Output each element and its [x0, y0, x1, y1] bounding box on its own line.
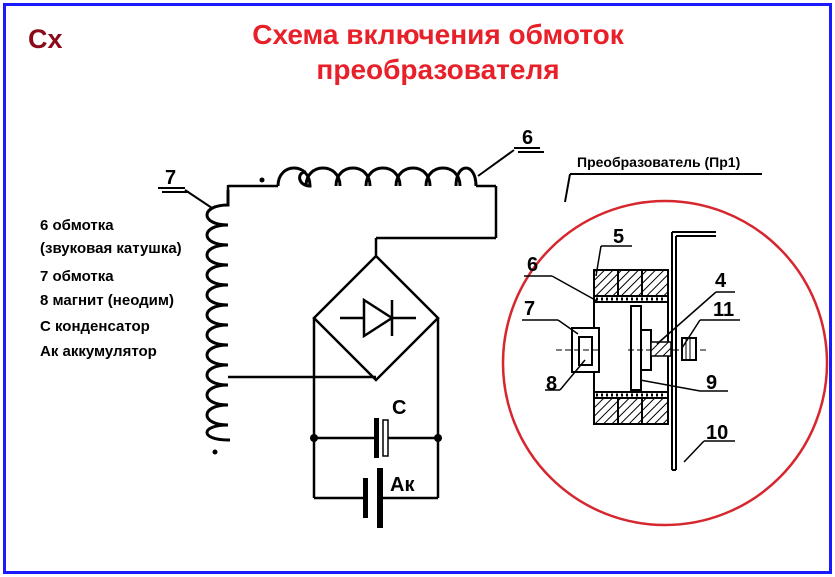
legend-item: (звуковая катушка) — [40, 240, 182, 257]
legend-item: 7 обмотка — [40, 268, 114, 285]
diode-symbol — [362, 297, 395, 339]
part-label-10: 10 — [706, 422, 728, 444]
capacitor — [374, 418, 379, 458]
coil-7-label: 7 — [165, 167, 176, 189]
rectifier-bridge — [312, 254, 440, 382]
coil-6 — [276, 166, 478, 188]
coil-6-label: 6 — [522, 127, 533, 149]
part-label-6: 6 — [527, 254, 538, 276]
battery-label: Ак — [390, 474, 415, 496]
part-label-5: 5 — [613, 226, 624, 248]
converter-title: Преобразователь (Пр1) — [577, 154, 740, 170]
capacitor-label: С — [392, 397, 406, 419]
part-label-8: 8 — [546, 373, 557, 395]
title-line-2: преобразователя — [316, 54, 559, 85]
legend-item: 8 магнит (неодим) — [40, 292, 174, 309]
title-line-1: Схема включения обмоток — [252, 19, 624, 50]
circuit — [205, 166, 498, 500]
coil-7 — [205, 190, 230, 442]
legend: 6 обмотка (звуковая катушка) 7 обмотка 8… — [40, 217, 182, 360]
part-label-11: 11 — [713, 299, 734, 321]
part-label-4: 4 — [715, 270, 727, 292]
part-10-frame — [671, 231, 716, 471]
part-8-magnet — [578, 336, 593, 366]
part-label-9: 9 — [706, 372, 717, 394]
converter-circle — [501, 199, 829, 527]
legend-item: С конденсатор — [40, 318, 150, 335]
legend-item: 6 обмотка — [40, 217, 114, 234]
part-9-plate — [630, 305, 642, 391]
battery — [363, 478, 368, 518]
part-label-7: 7 — [524, 298, 535, 320]
legend-item: Ак аккумулятор — [40, 343, 157, 360]
corner-tag: Сх — [28, 24, 63, 54]
part-11-screw — [650, 341, 672, 357]
border-frame — [3, 3, 832, 574]
